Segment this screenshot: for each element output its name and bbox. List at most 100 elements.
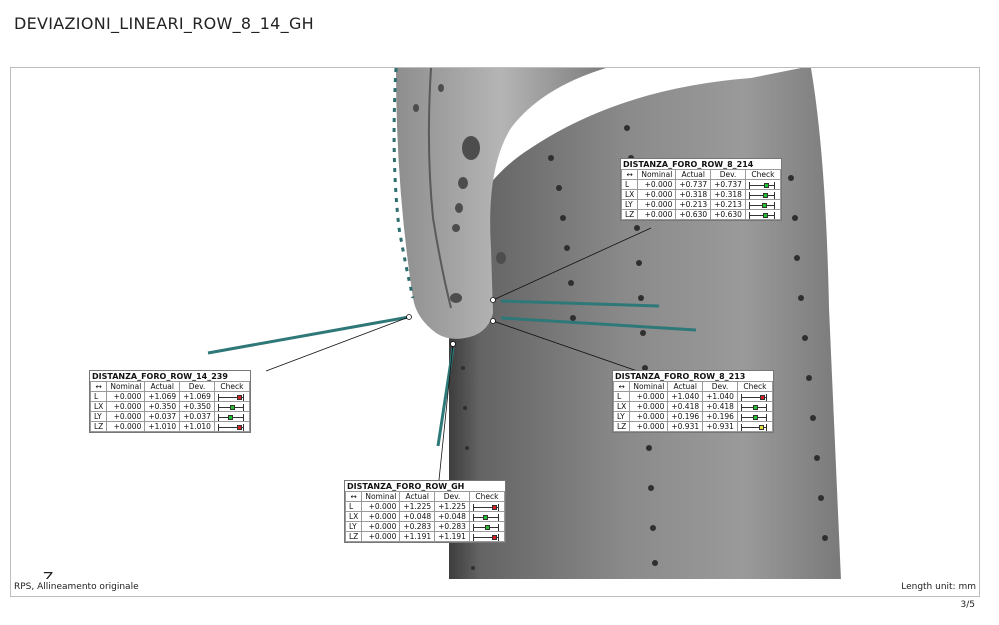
page-title: DEVIAZIONI_LINEARI_ROW_8_14_GH — [14, 14, 314, 33]
status-marker — [758, 424, 764, 430]
status-marker — [752, 414, 758, 420]
callout-title: DISTANZA_FORO_ROW_GH — [347, 482, 465, 491]
leader-lines — [265, 227, 652, 481]
col-check: Check — [468, 491, 505, 502]
tolerance-bar — [217, 403, 245, 411]
body-hole-rows — [461, 125, 828, 570]
status-marker — [227, 414, 233, 420]
status-marker — [761, 202, 767, 208]
status-marker — [229, 404, 235, 410]
table-row: LX+0.000+0.048+0.048 — [344, 511, 505, 522]
tolerance-indicator — [213, 391, 250, 402]
tolerance-indicator — [744, 179, 781, 190]
callout-title: DISTANZA_FORO_ROW_8_213 — [615, 372, 746, 381]
col-dev: Dev. — [702, 381, 738, 392]
tolerance-indicator — [468, 501, 505, 512]
table-row: LY+0.000+0.283+0.283 — [344, 521, 505, 532]
axis-icon: ↔ — [344, 491, 363, 502]
table-row: LX+0.000+0.318+0.318 — [620, 189, 781, 200]
flange-holes — [413, 84, 506, 303]
status-marker — [762, 212, 768, 218]
tolerance-bar — [472, 523, 500, 531]
table-row: LZ+0.000+0.931+0.931 — [612, 421, 773, 432]
tolerance-bar — [748, 211, 776, 219]
tolerance-indicator — [744, 189, 781, 200]
col-actual: Actual — [399, 491, 436, 502]
axis-icon: ↔ — [620, 169, 639, 180]
part-flange — [396, 68, 606, 339]
status-marker — [763, 182, 769, 188]
col-nominal: Nominal — [106, 381, 146, 392]
table-row: LX+0.000+0.350+0.350 — [89, 401, 250, 412]
tolerance-indicator — [736, 401, 773, 412]
table-row: L+0.000+0.737+0.737 — [620, 179, 781, 190]
tolerance-bar — [740, 423, 768, 431]
status-marker — [236, 424, 242, 430]
length-unit: Length unit: mm — [901, 582, 976, 592]
col-check: Check — [213, 381, 250, 392]
tolerance-bar — [217, 423, 245, 431]
tolerance-bar — [748, 201, 776, 209]
page-number: 3/5 — [960, 600, 975, 610]
tolerance-indicator — [468, 511, 505, 522]
table-row: LZ+0.000+0.630+0.630 — [620, 209, 781, 220]
table-row: LY+0.000+0.037+0.037 — [89, 411, 250, 422]
status-marker — [482, 514, 488, 520]
axis-icon: ↔ — [89, 381, 108, 392]
alignment-status: RPS, Allineamento originale — [14, 582, 139, 592]
table-row: LY+0.000+0.213+0.213 — [620, 199, 781, 210]
tolerance-bar — [217, 413, 245, 421]
col-dev: Dev. — [710, 169, 746, 180]
part-body — [449, 68, 841, 580]
tolerance-bar — [748, 181, 776, 189]
table-row: LX+0.000+0.418+0.418 — [612, 401, 773, 412]
tolerance-bar — [472, 503, 500, 511]
table-row: LZ+0.000+1.010+1.010 — [89, 421, 250, 432]
tolerance-indicator — [736, 421, 773, 432]
tolerance-bar — [748, 191, 776, 199]
tolerance-bar — [740, 413, 768, 421]
status-bar: RPS, Allineamento originale Length unit:… — [10, 579, 980, 597]
col-nominal: Nominal — [637, 169, 677, 180]
col-dev: Dev. — [434, 491, 470, 502]
tolerance-bar — [740, 393, 768, 401]
scan-pins — [207, 299, 697, 447]
tolerance-indicator — [468, 531, 505, 542]
table-row: LZ+0.000+1.191+1.191 — [344, 531, 505, 542]
tolerance-indicator — [213, 401, 250, 412]
status-marker — [752, 404, 758, 410]
col-actual: Actual — [144, 381, 181, 392]
callout-title: DISTANZA_FORO_ROW_14_239 — [92, 372, 228, 381]
table-row: L+0.000+1.040+1.040 — [612, 391, 773, 402]
tolerance-bar — [472, 513, 500, 521]
tolerance-indicator — [744, 209, 781, 220]
col-check: Check — [736, 381, 773, 392]
status-marker — [762, 192, 768, 198]
tolerance-indicator — [213, 411, 250, 422]
tolerance-bar — [740, 403, 768, 411]
axis-z-label: Z — [43, 569, 54, 581]
callout-title: DISTANZA_FORO_ROW_8_214 — [623, 160, 754, 169]
table-row: L+0.000+1.069+1.069 — [89, 391, 250, 402]
col-nominal: Nominal — [361, 491, 401, 502]
table-row: LY+0.000+0.196+0.196 — [612, 411, 773, 422]
tolerance-indicator — [736, 411, 773, 422]
col-actual: Actual — [675, 169, 712, 180]
col-nominal: Nominal — [629, 381, 669, 392]
table-row: L+0.000+1.225+1.225 — [344, 501, 505, 512]
tolerance-bar — [472, 533, 500, 541]
axis-icon: ↔ — [612, 381, 631, 392]
tolerance-indicator — [744, 199, 781, 210]
col-check: Check — [744, 169, 781, 180]
col-dev: Dev. — [179, 381, 215, 392]
status-marker — [491, 504, 497, 510]
